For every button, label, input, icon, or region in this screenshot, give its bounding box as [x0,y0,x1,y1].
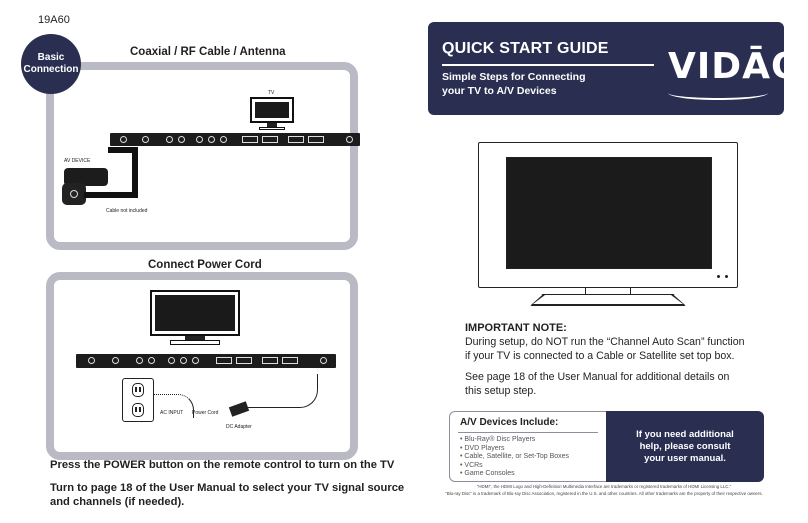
badge-line-1: Basic [37,52,65,63]
vidao-logo: VIDĀO [668,46,803,87]
important-note-line-1: During setup, do NOT run the “Channel Au… [465,336,745,348]
badge-line-2: Connection [23,64,79,75]
basic-connection-badge: Basic Connection [21,34,81,94]
tv-rear-panel [110,133,360,146]
important-note-heading: IMPORTANT NOTE: [465,322,567,334]
guide-subtitle-line-2: your TV to A/V Devices [442,85,557,97]
important-note-line-2: if your TV is connected to a Cable or Sa… [465,350,735,362]
coaxial-panel: TV AV DEVICE Cable not included [46,62,360,250]
tv-front-illustration [478,142,738,288]
guide-subtitle: Simple Steps for Connecting your TV to A… [442,70,586,98]
av-device-illustration [64,168,108,186]
panel2-title: Connect Power Cord [148,259,262,271]
model-number: 19A60 [38,14,70,26]
dc-adapter-illustration [228,401,250,417]
tv-screen [506,157,712,269]
ac-input-label: AC INPUT [160,410,184,416]
list-item: • DVD Players [460,444,505,452]
help-line-3: your user manual. [644,452,726,464]
av-devices-box: A/V Devices Include: • Blu-Ray® Disc Pla… [449,411,764,482]
manual-reference-line-1: See page 18 of the User Manual for addit… [465,371,730,383]
rf-input-port [142,136,149,143]
step-select-source: Turn to page 18 of the User Manual to se… [50,481,404,509]
important-note-body: During setup, do NOT run the “Channel Au… [465,335,785,363]
av-devices-title: A/V Devices Include: [460,417,559,428]
panel1-title: Coaxial / RF Cable / Antenna [130,46,286,58]
help-line-2: help, please consult [639,440,731,452]
wall-outlet [122,378,154,422]
power-cord-label: Power Cord [192,410,219,416]
legal-line-2: “Blu-ray Disc” is a trademark of Blu-ray… [445,490,763,496]
tv-illustration-2 [150,290,240,336]
cable-note: Cable not included [106,208,148,214]
step-power-on: Press the POWER button on the remote con… [50,459,395,471]
av-devices-list: • Blu-Ray® Disc Players • DVD Players • … [460,436,569,479]
legal-line-1: “HDMI”, the HDMI Logo and High-Definitio… [476,484,732,489]
av-device-label: AV DEVICE [64,158,91,164]
coax-cable [84,192,138,198]
help-callout: If you need additional help, please cons… [606,411,764,482]
list-item: • VCRs [460,461,483,469]
tv-label: TV [268,90,275,96]
quick-start-header: QUICK START GUIDE Simple Steps for Conne… [428,22,802,115]
header-rule [442,64,654,66]
dc-adapter-label: DC Adapter [226,424,252,430]
step-select-source-line-2: and channels (if needed). [50,496,185,508]
logo-swoosh [668,86,768,100]
help-line-1: If you need additional [636,428,734,440]
dc-in-port [320,357,327,364]
av-devices-rule [458,432,598,433]
manual-reference-line-2: this setup step. [465,385,537,397]
tv-rear-panel-2 [76,354,336,368]
guide-subtitle-line-1: Simple Steps for Connecting [442,71,586,83]
power-cord [154,394,194,418]
guide-title: QUICK START GUIDE [442,40,609,57]
manual-reference-note: See page 18 of the User Manual for addit… [465,370,785,398]
power-panel: AC INPUT Power Cord DC Adapter [46,272,358,460]
tv-illustration [250,97,294,123]
list-item: • Game Consoles [460,470,515,478]
step-select-source-line-1: Turn to page 18 of the User Manual to se… [50,482,405,494]
list-item: • Cable, Satellite, or Set-Top Boxes [460,453,570,461]
list-item: • Blu-Ray® Disc Players [460,436,536,443]
legal-notice: “HDMI”, the HDMI Logo and High-Definitio… [424,484,784,497]
